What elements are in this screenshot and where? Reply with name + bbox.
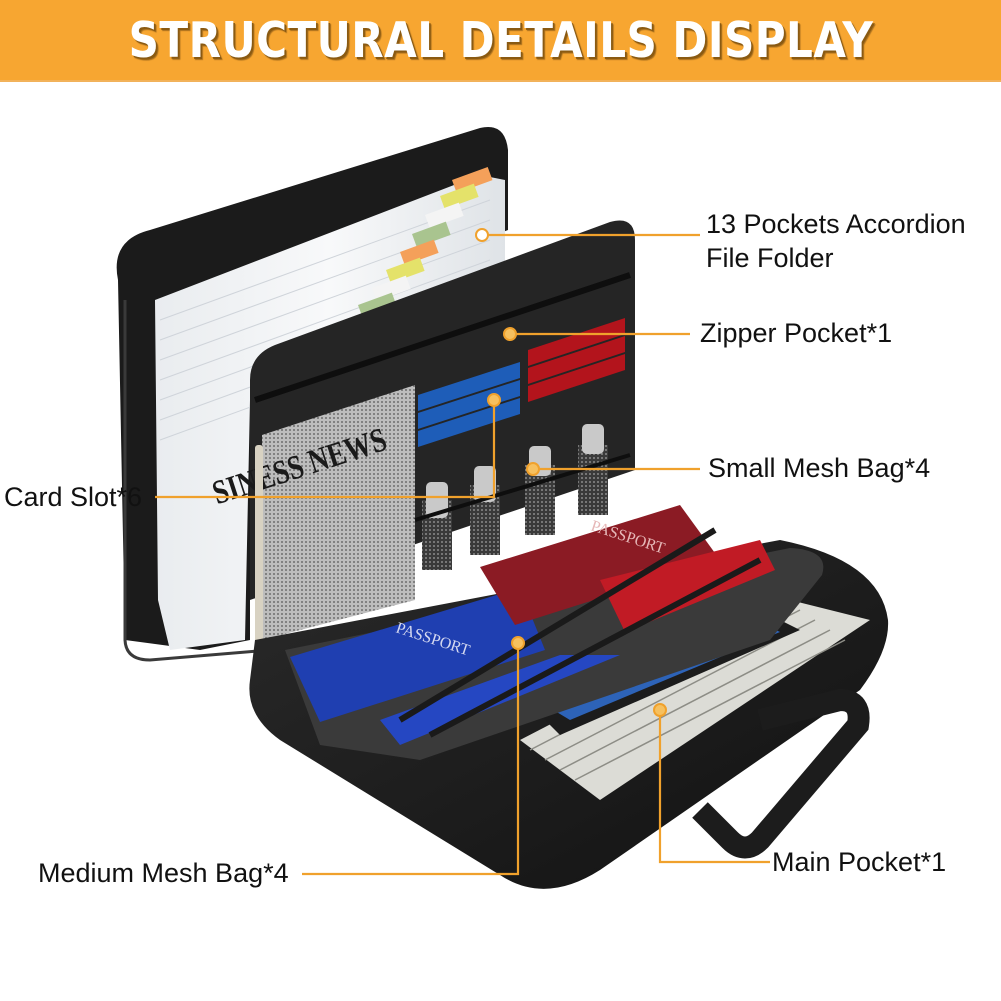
callout-lines xyxy=(155,233,770,876)
card-slots-red xyxy=(528,318,625,402)
product-illustration: SINESS NEWS xyxy=(116,126,889,889)
callout-zipper-pocket: Zipper Pocket*1 xyxy=(700,318,893,348)
passport-blue xyxy=(290,588,545,722)
small-mesh-point-icon xyxy=(526,462,540,476)
callout-dots xyxy=(475,228,667,717)
passport-flap: PASSPORT PASSPORT xyxy=(285,505,824,760)
accordion-point-icon xyxy=(475,228,489,242)
header-banner: STRUCTURAL DETAILS DISPLAY xyxy=(0,0,1001,82)
card-slot-point-icon xyxy=(487,393,501,407)
callout-main-pocket: Main Pocket*1 xyxy=(772,847,947,877)
callout-small-mesh: Small Mesh Bag*4 xyxy=(708,453,931,483)
handle xyxy=(692,688,870,859)
callout-accordion-line1: 13 Pockets Accordion xyxy=(706,209,966,239)
pen xyxy=(255,445,263,645)
organizer-panel: SINESS NEWS xyxy=(208,220,635,645)
callout-card-slot: Card Slot*6 xyxy=(4,482,143,512)
callout-medium-mesh: Medium Mesh Bag*4 xyxy=(38,858,289,888)
medium-mesh-point-icon xyxy=(511,636,525,650)
zipper-pocket-point-icon xyxy=(503,327,517,341)
banner-title: STRUCTURAL DETAILS DISPLAY xyxy=(128,11,873,69)
callout-accordion: 13 Pockets Accordion File Folder xyxy=(706,207,1001,275)
callout-accordion-line2: File Folder xyxy=(706,243,834,273)
main-pocket-point-icon xyxy=(653,703,667,717)
passport-red xyxy=(480,505,720,625)
small-mesh-bags xyxy=(414,424,631,570)
